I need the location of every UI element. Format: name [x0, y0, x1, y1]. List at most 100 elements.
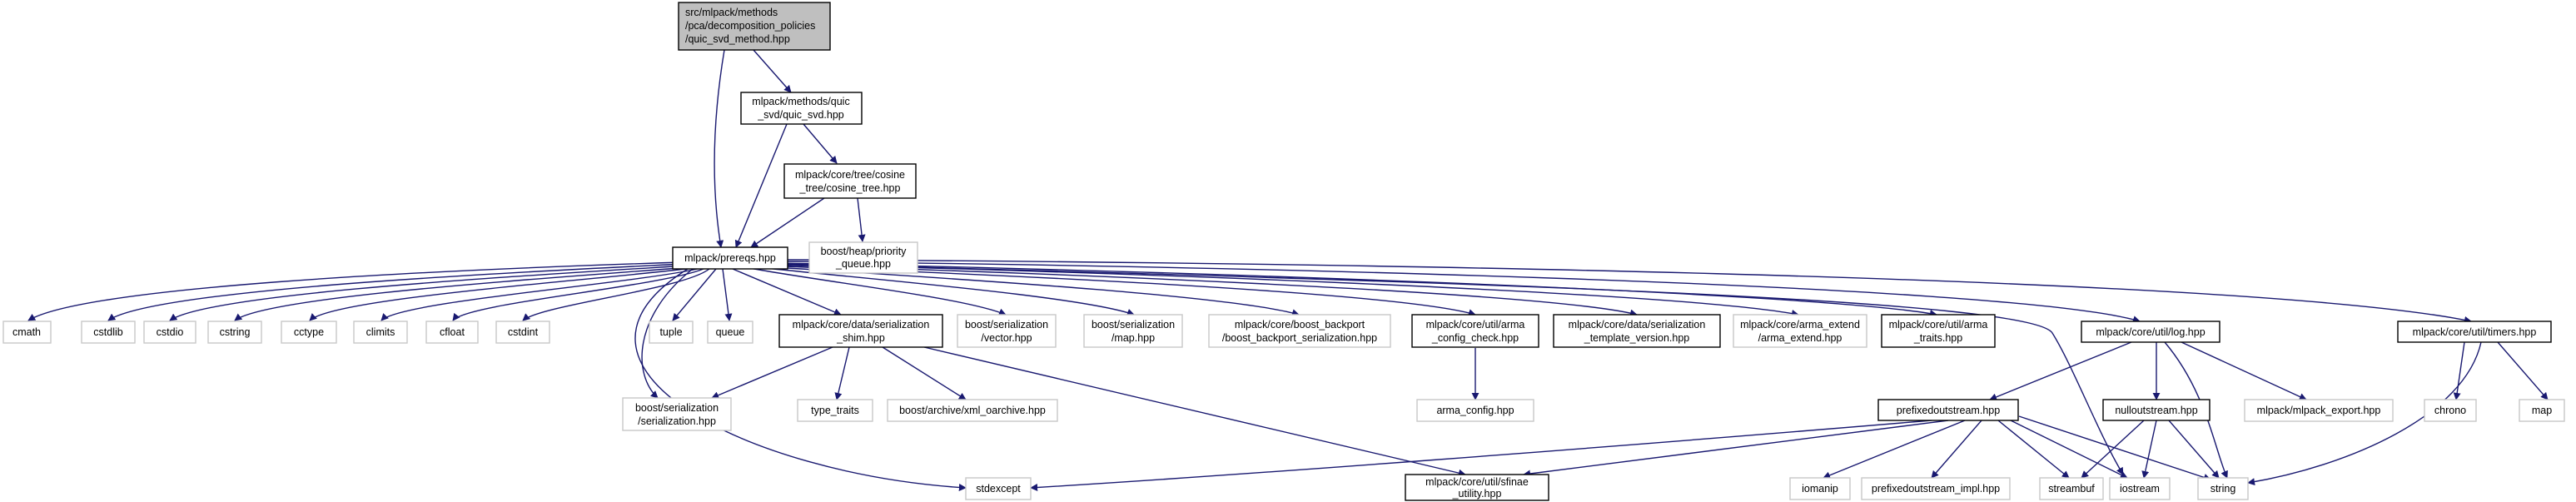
- edge-timers-string: [2247, 341, 2482, 486]
- node-label-line: mlpack/mlpack_export.hpp: [2257, 405, 2381, 416]
- edge-prefixed-stdexcept: [1030, 420, 1932, 491]
- edge-prereqs-boost-serialization: [641, 268, 694, 399]
- node-sfinae[interactable]: mlpack/core/util/sfinae _utility.hpp: [1405, 474, 1549, 501]
- edge-prereqs-serialization-shim: [732, 268, 842, 316]
- node-arma-traits[interactable]: mlpack/core/util/arma _traits.hpp: [1881, 314, 1996, 348]
- node-tuple[interactable]: tuple: [649, 321, 694, 344]
- node-label-line: chrono: [2434, 405, 2466, 416]
- node-boost-vector[interactable]: boost/serialization /vector.hpp: [957, 314, 1057, 348]
- node-log[interactable]: mlpack/core/util/log.hpp: [2081, 321, 2220, 343]
- svg-text:src/mlpack/methods: src/mlpack/methods: [685, 7, 778, 18]
- edge-shim-type-traits: [834, 346, 850, 400]
- node-label-line: mlpack/core/util/timers.hpp: [2413, 326, 2537, 338]
- node-boost-serialization[interactable]: boost/serialization /serialization.hpp: [622, 397, 732, 431]
- node-label-line: cstdint: [508, 326, 539, 338]
- node-label-line: /boost_backport_serialization.hpp: [1222, 332, 1377, 344]
- node-arma-config[interactable]: arma_config.hpp: [1416, 399, 1534, 422]
- node-queue[interactable]: queue: [707, 321, 753, 344]
- node-label-line: map: [2532, 405, 2552, 416]
- node-label-line: _traits.hpp: [1913, 332, 1962, 344]
- node-mlpack-export[interactable]: mlpack/mlpack_export.hpp: [2244, 399, 2394, 422]
- node-label-line: iostream: [2120, 483, 2160, 495]
- edge-cosine-tree-prereqs: [750, 197, 825, 248]
- edge-timers-map: [2497, 341, 2549, 400]
- node-boost-map[interactable]: boost/serialization /map.hpp: [1083, 314, 1183, 348]
- node-cstdlib[interactable]: cstdlib: [81, 321, 136, 344]
- node-cctype[interactable]: cctype: [281, 321, 337, 344]
- node-label-line: mlpack/core/data/serialization: [1569, 319, 1706, 331]
- node-cfloat[interactable]: cfloat: [425, 321, 479, 344]
- node-label-line: arma_config.hpp: [1436, 405, 1514, 416]
- node-label-line: stdexcept: [976, 483, 1021, 495]
- edge-prefixed-streambuf: [1997, 420, 2070, 479]
- edge-quic-svd-prereqs: [734, 123, 788, 248]
- node-cmath[interactable]: cmath: [2, 321, 52, 344]
- node-type-traits[interactable]: type_traits: [797, 399, 873, 422]
- node-label-line: string: [2210, 483, 2236, 495]
- node-map[interactable]: map: [2519, 399, 2565, 422]
- node-quic-svd[interactable]: mlpack/methods/quic _svd/quic_svd.hpp: [740, 92, 863, 125]
- node-label-line: _config_check.hpp: [1431, 332, 1519, 344]
- node-label-line: /map.hpp: [1111, 332, 1155, 344]
- node-label-line: boost/serialization: [1092, 319, 1175, 331]
- node-iomanip[interactable]: iomanip: [1789, 477, 1851, 500]
- node-prefixedoutstream-impl[interactable]: prefixedoutstream_impl.hpp: [1861, 477, 2011, 500]
- node-label-line: boost/serialization: [635, 402, 719, 414]
- edge-timers-chrono: [2453, 341, 2465, 400]
- node-label-line: mlpack/core/tree/cosine: [795, 169, 905, 181]
- edge-log-prefixedoutstream: [1989, 341, 2132, 401]
- edge-prereqs-cfloat: [452, 268, 704, 321]
- node-label-line: boost/archive/xml_oarchive.hpp: [899, 405, 1046, 416]
- node-timers[interactable]: mlpack/core/util/timers.hpp: [2397, 321, 2552, 343]
- node-string[interactable]: string: [2197, 477, 2249, 500]
- edge-prereqs-iostream: [770, 262, 2124, 475]
- node-label-line: boost/heap/priority: [821, 246, 908, 257]
- node-label-line: mlpack/methods/quic: [752, 96, 849, 107]
- edge-prereqs-log: [770, 261, 2141, 323]
- node-label-line: cmath: [12, 326, 41, 338]
- node-arma-extend[interactable]: mlpack/core/arma_extend /arma_extend.hpp: [1733, 314, 1867, 348]
- node-stdexcept[interactable]: stdexcept: [965, 477, 1032, 500]
- edge-prereqs-timers: [772, 259, 2472, 324]
- node-prefixedoutstream[interactable]: prefixedoutstream.hpp: [1877, 399, 2019, 421]
- node-label-line: cctype: [294, 326, 324, 338]
- node-nulloutstream[interactable]: nulloutstream.hpp: [2102, 399, 2210, 421]
- node-serialization-shim[interactable]: mlpack/core/data/serialization _shim.hpp: [778, 314, 943, 348]
- edge-quic-svd-cosine-tree: [803, 123, 838, 164]
- node-iostream[interactable]: iostream: [2109, 477, 2171, 500]
- node-label-line: cstdlib: [93, 326, 122, 338]
- node-arma-config-check[interactable]: mlpack/core/util/arma _config_check.hpp: [1411, 314, 1539, 348]
- node-label-line: mlpack/core/util/arma: [1426, 319, 1525, 331]
- edge-prereqs-stdexcept: [634, 268, 967, 491]
- node-boost-backport[interactable]: mlpack/core/boost_backport /boost_backpo…: [1208, 314, 1391, 348]
- node-label-line: mlpack/core/arma_extend: [1740, 319, 1860, 331]
- node-label-line: queue: [716, 326, 745, 338]
- edge-prereqs-climits: [380, 268, 699, 321]
- node-cstring[interactable]: cstring: [207, 321, 262, 344]
- edge-prereqs-boost-vector: [748, 267, 1007, 316]
- node-quic-svd-method[interactable]: src/mlpack/methods /pca/decomposition_po…: [678, 2, 831, 51]
- node-cstdio[interactable]: cstdio: [143, 321, 196, 344]
- node-chrono[interactable]: chrono: [2424, 399, 2477, 422]
- edge-shim-xml-oarchive: [882, 346, 967, 400]
- node-label-line: mlpack/prereqs.hpp: [684, 252, 776, 264]
- edge-prereqs-tuple: [672, 268, 717, 321]
- node-climits[interactable]: climits: [353, 321, 408, 344]
- node-serialization-template[interactable]: mlpack/core/data/serialization _template…: [1553, 314, 1721, 348]
- svg-text:/pca/decomposition_policies: /pca/decomposition_policies: [685, 20, 815, 32]
- node-prereqs[interactable]: mlpack/prereqs.hpp: [672, 246, 788, 270]
- node-label-line: prefixedoutstream.hpp: [1897, 405, 2000, 416]
- node-xml-oarchive[interactable]: boost/archive/xml_oarchive.hpp: [887, 399, 1058, 422]
- node-label-line: _tree/cosine_tree.hpp: [799, 182, 901, 194]
- node-cstdint[interactable]: cstdint: [495, 321, 550, 344]
- node-cosine-tree[interactable]: mlpack/core/tree/cosine _tree/cosine_tre…: [783, 163, 917, 199]
- node-label-line: mlpack/core/util/arma: [1889, 319, 1988, 331]
- node-streambuf[interactable]: streambuf: [2039, 477, 2104, 500]
- node-label-line: /arma_extend.hpp: [1758, 332, 1842, 344]
- node-label-line: _utility.hpp: [1452, 488, 1502, 500]
- node-label-line: /quic_svd_method.hpp: [685, 33, 790, 45]
- node-priority-queue[interactable]: boost/heap/priority _queue.hpp: [808, 241, 918, 274]
- edge-prereqs-cstdlib: [107, 263, 685, 321]
- edge-shim-boost-serialization: [711, 346, 833, 400]
